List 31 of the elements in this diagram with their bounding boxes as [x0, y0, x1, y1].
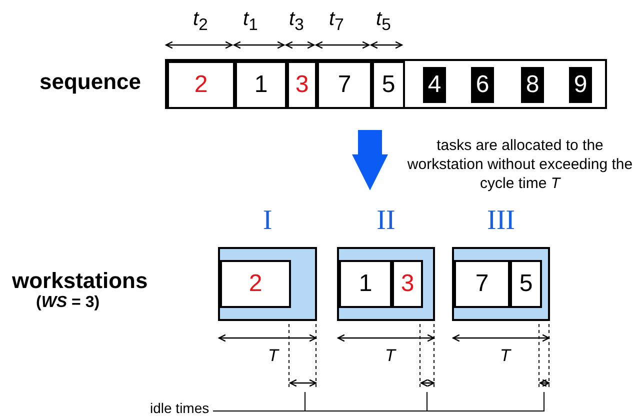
idle-times-label: idle times — [150, 400, 210, 416]
duration-label: t$_{1}$ — [243, 8, 258, 35]
task-cell: 1 — [235, 61, 287, 109]
task-cell: 5 — [510, 260, 542, 308]
task-cell: 7 — [454, 260, 510, 308]
workstation-numeral: III — [486, 205, 516, 237]
task-block: 4 — [423, 67, 446, 103]
cycle-time-label: T — [385, 346, 396, 366]
row-label: (WS = 3) — [36, 294, 100, 312]
leader-line — [212, 392, 544, 412]
task-cell: 2 — [220, 260, 291, 308]
task-block: 8 — [521, 67, 544, 103]
row-label: sequence — [40, 69, 141, 95]
workstation-numeral: II — [376, 205, 396, 237]
task-cell: 7 — [317, 61, 372, 109]
duration-label: t$_{3}$ — [289, 8, 304, 35]
duration-label: t$_{2}$ — [193, 8, 208, 35]
task-block: 6 — [471, 67, 494, 103]
duration-label: t$_{5}$ — [376, 8, 391, 35]
workstation-numeral: I — [262, 205, 274, 237]
task-block: 9 — [569, 67, 592, 103]
task-cell: 2 — [167, 61, 235, 109]
note-text: tasks are allocated to the workstation without exceeding the cycle time T — [406, 136, 634, 193]
task-cell: 1 — [339, 260, 392, 308]
cycle-time-label: T — [268, 346, 278, 366]
task-cell: 5 — [372, 61, 405, 109]
duration-label: t$_{7}$ — [329, 8, 344, 35]
task-cell: 3 — [392, 260, 423, 308]
task-cell: 3 — [287, 61, 317, 109]
row-label: workstations — [12, 268, 148, 294]
cycle-time-label: T — [500, 346, 510, 366]
